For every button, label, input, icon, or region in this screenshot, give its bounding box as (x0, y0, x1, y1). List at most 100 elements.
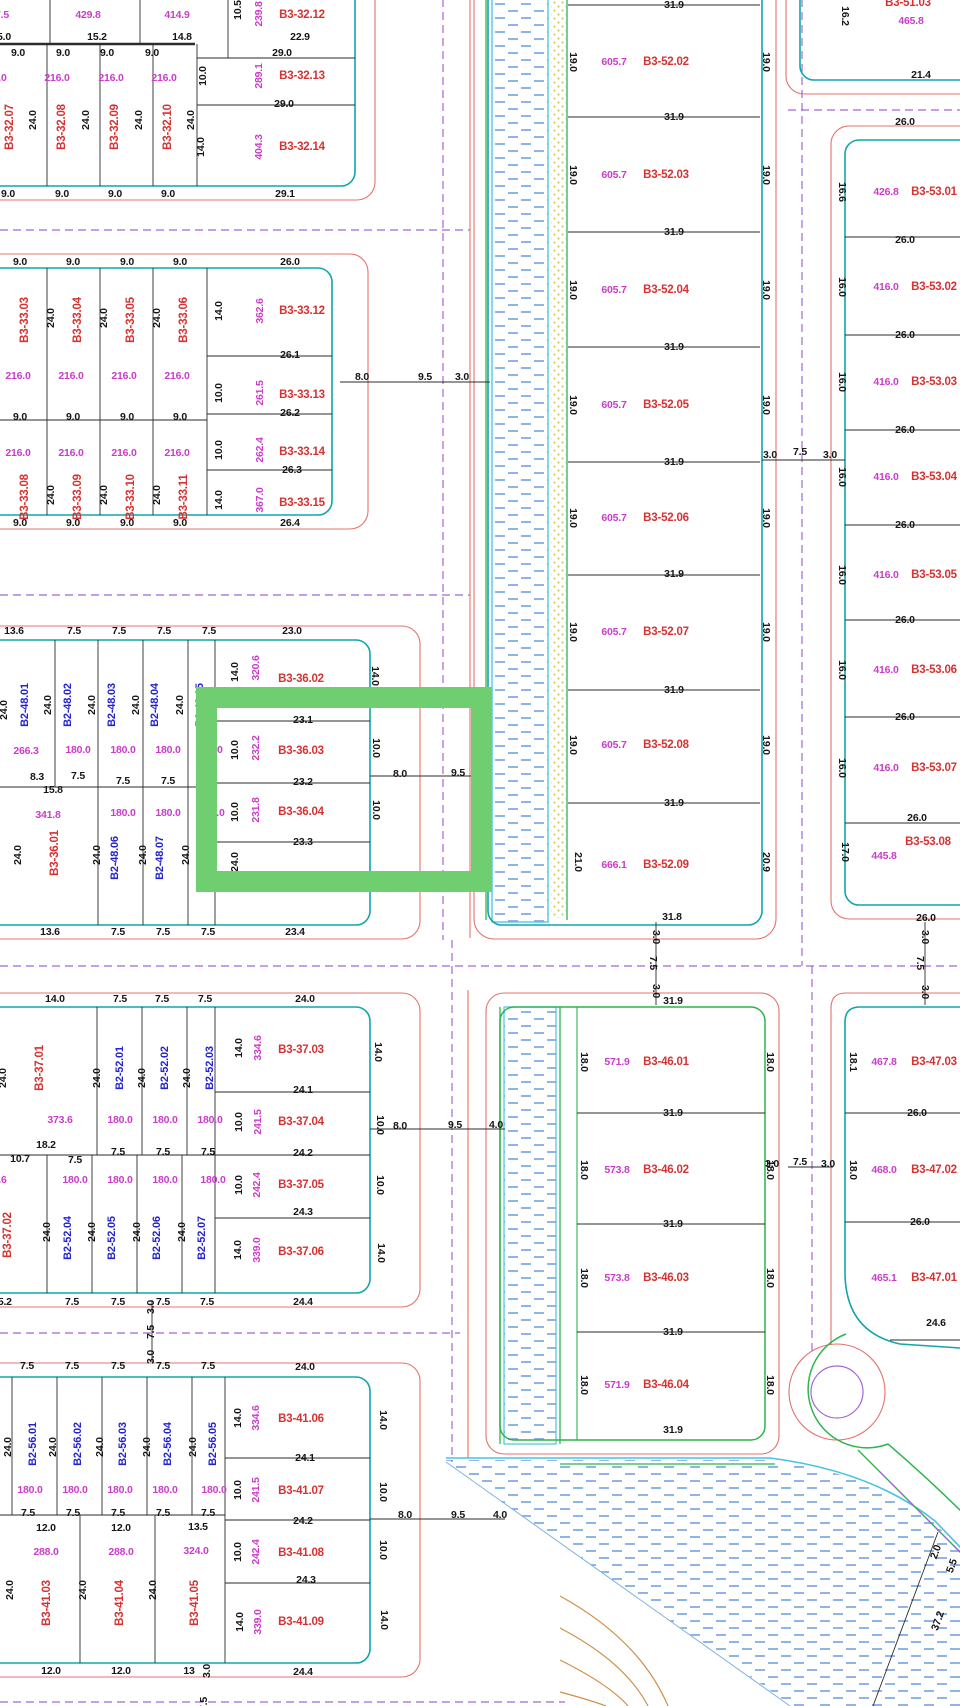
parcel-label: B3-37.04 (278, 1116, 324, 1128)
dimension-label: 18.0 (764, 1268, 776, 1288)
dimension-label: 24.0 (147, 1580, 159, 1600)
dimension-label: 9.0 (120, 256, 134, 268)
dimension-label: 26.0 (895, 234, 915, 246)
parcel-label: B3-41.09 (278, 1616, 324, 1628)
area-label: 605.7 (601, 169, 627, 181)
dimension-label: 24.0 (136, 1068, 148, 1088)
parcel-label: B3-53.06 (911, 664, 957, 676)
dimension-label: 7.5 (914, 956, 926, 970)
dimension-label: 7.5 (161, 775, 175, 787)
dimension-label: 24.0 (174, 695, 186, 715)
area-label: 341.8 (35, 809, 61, 821)
area-label: 180.0 (155, 744, 181, 756)
dimension-label: 26.0 (895, 519, 915, 531)
dimension-label: 9.0 (120, 411, 134, 423)
dimension-label: 24.0 (141, 1437, 153, 1457)
dimension-label: 24.4 (293, 1666, 313, 1678)
dimension-label: 26.0 (895, 329, 915, 341)
dimension-label: 24.6 (926, 1317, 946, 1329)
parcel-label: B2-52.01 (114, 1046, 126, 1090)
parcel-label: B2-52.02 (159, 1046, 171, 1090)
dimension-label: 29.1 (275, 188, 295, 200)
parcel-label: B2-56.05 (207, 1422, 219, 1466)
dimension-label: 19.0 (567, 622, 579, 642)
parcel-label: B3-46.02 (643, 1164, 689, 1176)
dimension-label: 23.0 (282, 625, 302, 637)
dimension-label: 14.0 (213, 490, 225, 510)
parcel-label: B3-37.03 (278, 1044, 324, 1056)
parcel-label: B3-52.06 (643, 512, 689, 524)
dimension-label: 9.0 (13, 517, 27, 529)
dimension-label: 14.0 (375, 1243, 387, 1263)
dimension-label: 24.0 (151, 308, 163, 328)
parcel-label: B3-33.14 (279, 446, 325, 458)
parcel-label: B3-36.04 (278, 806, 324, 818)
parcel-label: B3-32.09 (109, 104, 121, 150)
dimension-label: 16.2 (839, 6, 851, 26)
area-label: 414.9 (164, 9, 190, 21)
dimension-label: 13.6 (40, 926, 60, 938)
dimension-label: 7.5 (156, 1146, 170, 1158)
dimension-label: 3.0 (455, 371, 469, 383)
area-label: 605.7 (601, 56, 627, 68)
area-label: 216.0 (151, 72, 177, 84)
area-label: 180.0 (107, 1484, 133, 1496)
dimension-label: 2.0 (927, 1543, 945, 1561)
dimension-label: 5.0 (0, 31, 11, 43)
dimension-label: 9.5 (451, 767, 465, 779)
parcel-label: B2-48.01 (19, 683, 31, 727)
dimension-label: 3.0 (821, 1158, 835, 1170)
dimension-label: 23.1 (293, 714, 313, 726)
dimension-label: 10.0 (377, 1482, 389, 1502)
dimension-label: 9.0 (145, 47, 159, 59)
area-label: 416.0 (873, 376, 899, 388)
dimension-label: 7.5 (793, 446, 807, 458)
parcel-label: B3-33.09 (72, 474, 84, 520)
dimension-label: 14.0 (195, 137, 207, 157)
dimension-label: 31.9 (664, 111, 684, 123)
area-label: 605.7 (601, 512, 627, 524)
dimension-label: 14.8 (172, 31, 192, 43)
dimension-label: 24.0 (185, 110, 197, 130)
dimension-label: 7.5 (156, 1507, 170, 1519)
dimension-label: 26.0 (895, 116, 915, 128)
dimension-label: 19.0 (567, 395, 579, 415)
area-label: 261.5 (254, 380, 266, 406)
dimension-label: 26.0 (895, 424, 915, 436)
dimension-label: 24.0 (45, 308, 57, 328)
area-label: 416.0 (873, 471, 899, 483)
dimension-label: 4.0 (493, 1509, 507, 1521)
block-boundaries (0, 0, 960, 1664)
dimension-label: 24.3 (296, 1574, 316, 1586)
parcel-label: B3-36.01 (49, 830, 61, 876)
dimension-label: 3.0 (650, 984, 662, 998)
dimension-label: 7.5 (201, 1360, 215, 1372)
area-label: 180.0 (62, 1174, 88, 1186)
dimension-label: 7.5 (647, 956, 659, 970)
dimension-label: 7.5 (111, 926, 125, 938)
area-label: 216.0 (111, 447, 137, 459)
dimension-label: 3.0 (823, 449, 837, 461)
area-label: 465.8 (898, 15, 924, 27)
dimension-label: 14.0 (377, 1410, 389, 1430)
dimension-label: 9.5 (451, 1509, 465, 1521)
area-label: 367.0 (254, 487, 266, 513)
dimension-label: 9.5 (418, 371, 432, 383)
dimension-label: 7.5 (21, 1507, 35, 1519)
area-label: 320.6 (250, 655, 262, 681)
dimension-label: 26.1 (280, 349, 300, 361)
parcel-label: B3-33.13 (279, 389, 325, 401)
area-label: 180.0 (152, 1484, 178, 1496)
dimension-label: 3.0 (763, 449, 777, 461)
dimension-label: 31.9 (663, 1326, 683, 1338)
dimension-label: 24.0 (80, 110, 92, 130)
area-label: 242.4 (251, 1172, 263, 1198)
dimension-label: 26.0 (916, 912, 936, 924)
dimension-label: 10.0 (213, 440, 225, 460)
area-label: 216.0 (0, 72, 7, 84)
parcel-label: B3-33.10 (125, 474, 137, 520)
dimension-label: 24.0 (41, 1222, 53, 1242)
